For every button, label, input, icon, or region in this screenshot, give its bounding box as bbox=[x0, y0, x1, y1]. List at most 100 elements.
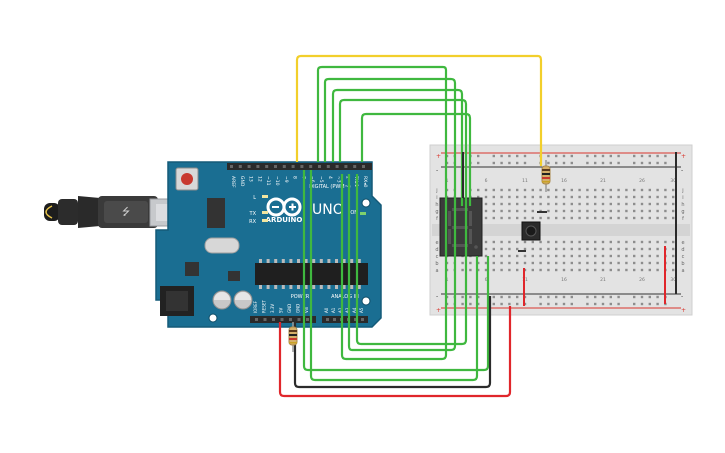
rail-hole[interactable] bbox=[555, 154, 558, 158]
breadboard-hole[interactable] bbox=[500, 202, 503, 206]
breadboard-hole[interactable] bbox=[523, 254, 527, 258]
breadboard-hole[interactable] bbox=[492, 240, 495, 244]
breadboard-hole[interactable] bbox=[484, 202, 488, 206]
wire-green-6[interactable] bbox=[309, 170, 479, 382]
rail-hole[interactable] bbox=[547, 161, 550, 165]
resistor-top[interactable] bbox=[541, 160, 551, 192]
breadboard-hole[interactable] bbox=[547, 247, 550, 251]
breadboard-hole[interactable] bbox=[601, 195, 605, 199]
breadboard-hole[interactable] bbox=[633, 247, 636, 251]
breadboard-hole[interactable] bbox=[555, 268, 558, 272]
breadboard-hole[interactable] bbox=[562, 188, 566, 192]
breadboard-hole[interactable] bbox=[500, 216, 503, 220]
digital-pin-hole[interactable] bbox=[238, 165, 242, 168]
breadboard-hole[interactable] bbox=[570, 209, 573, 213]
breadboard-hole[interactable] bbox=[648, 261, 651, 265]
breadboard-hole[interactable] bbox=[672, 188, 675, 192]
breadboard-hole[interactable] bbox=[523, 209, 527, 213]
breadboard-hole[interactable] bbox=[523, 247, 527, 251]
rail-hole[interactable] bbox=[594, 295, 597, 299]
breadboard-hole[interactable] bbox=[570, 247, 573, 251]
rail-hole[interactable] bbox=[609, 161, 612, 165]
rail-hole[interactable] bbox=[609, 302, 612, 306]
breadboard-hole[interactable] bbox=[508, 268, 511, 272]
breadboard-hole[interactable] bbox=[594, 240, 597, 244]
breadboard-hole[interactable] bbox=[648, 195, 651, 199]
breadboard-hole[interactable] bbox=[601, 188, 605, 192]
breadboard-hole[interactable] bbox=[516, 261, 519, 265]
breadboard-hole[interactable] bbox=[484, 188, 488, 192]
breadboard-hole[interactable] bbox=[656, 209, 659, 213]
power-pin-hole[interactable] bbox=[289, 318, 292, 321]
rail-hole[interactable] bbox=[656, 302, 659, 306]
breadboard-hole[interactable] bbox=[625, 254, 628, 258]
breadboard-hole[interactable] bbox=[492, 268, 495, 272]
breadboard-hole[interactable] bbox=[547, 188, 550, 192]
breadboard-hole[interactable] bbox=[578, 268, 581, 272]
breadboard-hole[interactable] bbox=[617, 240, 620, 244]
breadboard-hole[interactable] bbox=[656, 247, 659, 251]
breadboard-hole[interactable] bbox=[492, 247, 495, 251]
breadboard-hole[interactable] bbox=[586, 240, 589, 244]
pushbutton[interactable] bbox=[518, 211, 547, 252]
breadboard-hole[interactable] bbox=[664, 216, 667, 220]
breadboard-hole[interactable] bbox=[531, 209, 534, 213]
breadboard-hole[interactable] bbox=[492, 261, 495, 265]
breadboard-hole[interactable] bbox=[484, 268, 488, 272]
breadboard-hole[interactable] bbox=[609, 216, 612, 220]
breadboard-hole[interactable] bbox=[547, 268, 550, 272]
rail-hole[interactable] bbox=[523, 161, 527, 165]
breadboard-hole[interactable] bbox=[461, 261, 464, 265]
breadboard-hole[interactable] bbox=[609, 240, 612, 244]
rail-hole[interactable] bbox=[539, 302, 542, 306]
breadboard-hole[interactable] bbox=[664, 202, 667, 206]
breadboard-hole[interactable] bbox=[570, 216, 573, 220]
breadboard-hole[interactable] bbox=[656, 268, 659, 272]
breadboard-hole[interactable] bbox=[664, 195, 667, 199]
breadboard-hole[interactable] bbox=[547, 209, 550, 213]
breadboard-hole[interactable] bbox=[586, 254, 589, 258]
rail-hole[interactable] bbox=[461, 302, 464, 306]
breadboard-hole[interactable] bbox=[547, 195, 550, 199]
breadboard-hole[interactable] bbox=[586, 209, 589, 213]
rail-hole[interactable] bbox=[609, 154, 612, 158]
breadboard-hole[interactable] bbox=[633, 202, 636, 206]
rail-hole[interactable] bbox=[508, 161, 511, 165]
breadboard-hole[interactable] bbox=[555, 261, 558, 265]
wire-green-2[interactable] bbox=[323, 77, 457, 352]
breadboard-hole[interactable] bbox=[578, 247, 581, 251]
breadboard-hole[interactable] bbox=[508, 216, 511, 220]
rail-hole[interactable] bbox=[508, 302, 511, 306]
rail-hole[interactable] bbox=[656, 161, 659, 165]
breadboard-hole[interactable] bbox=[484, 261, 488, 265]
rail-hole[interactable] bbox=[492, 302, 495, 306]
breadboard-hole[interactable] bbox=[539, 268, 542, 272]
breadboard-hole[interactable] bbox=[594, 216, 597, 220]
breadboard-hole[interactable] bbox=[640, 254, 644, 258]
rail-hole[interactable] bbox=[469, 302, 472, 306]
breadboard-hole[interactable] bbox=[625, 202, 628, 206]
rail-hole[interactable] bbox=[562, 302, 566, 306]
breadboard-hole[interactable] bbox=[586, 188, 589, 192]
breadboard-hole[interactable] bbox=[555, 188, 558, 192]
breadboard-hole[interactable] bbox=[477, 261, 480, 265]
breadboard-hole[interactable] bbox=[477, 195, 480, 199]
breadboard-hole[interactable] bbox=[539, 247, 542, 251]
breadboard-hole[interactable] bbox=[617, 216, 620, 220]
breadboard-hole[interactable] bbox=[539, 188, 542, 192]
breadboard-hole[interactable] bbox=[672, 254, 675, 258]
rail-hole[interactable] bbox=[570, 295, 573, 299]
breadboard-hole[interactable] bbox=[601, 261, 605, 265]
breadboard-hole[interactable] bbox=[531, 254, 534, 258]
breadboard-hole[interactable] bbox=[539, 261, 542, 265]
breadboard-hole[interactable] bbox=[633, 268, 636, 272]
breadboard-hole[interactable] bbox=[594, 195, 597, 199]
breadboard-hole[interactable] bbox=[625, 247, 628, 251]
digital-pin-hole[interactable] bbox=[282, 165, 286, 168]
breadboard-hole[interactable] bbox=[672, 202, 675, 206]
breadboard-hole[interactable] bbox=[539, 254, 542, 258]
breadboard-hole[interactable] bbox=[594, 209, 597, 213]
breadboard-hole[interactable] bbox=[633, 240, 636, 244]
breadboard-hole[interactable] bbox=[586, 195, 589, 199]
